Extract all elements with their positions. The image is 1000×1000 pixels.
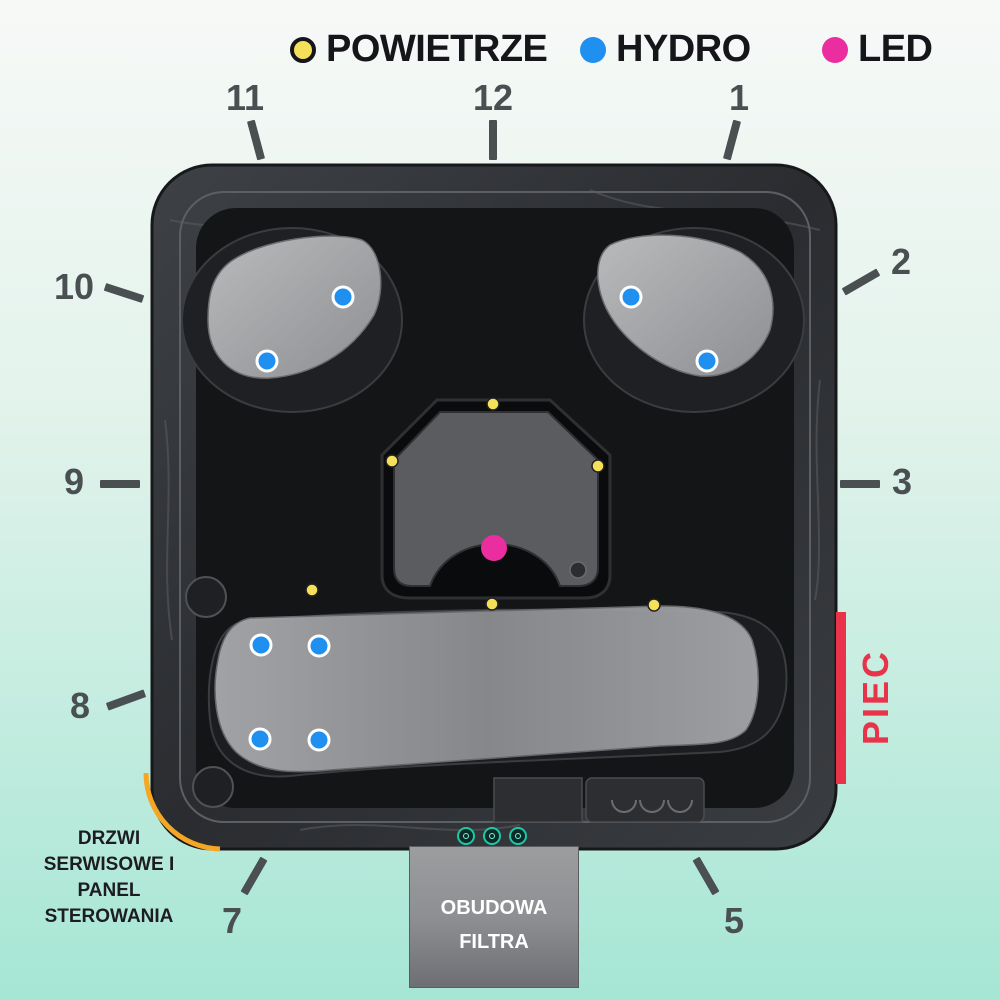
hydro-jets bbox=[248, 285, 719, 752]
cupholder-left-lower bbox=[192, 766, 234, 808]
service-door-label-line: PANEL bbox=[77, 880, 141, 901]
air-jets bbox=[305, 397, 661, 612]
hydro-jet bbox=[255, 349, 279, 373]
magenta-dot-icon bbox=[822, 36, 848, 63]
left-headrest-pad bbox=[207, 235, 382, 379]
service-door-arc bbox=[143, 772, 221, 852]
legend: POWIETRZE HYDRO LED bbox=[0, 22, 1000, 72]
hydro-jet bbox=[307, 634, 331, 658]
position-label-11: 11 bbox=[225, 77, 265, 118]
heater-marker bbox=[836, 612, 846, 784]
control-jets-button[interactable] bbox=[483, 827, 501, 845]
lounger-bench bbox=[214, 605, 759, 773]
hydro-jet bbox=[331, 285, 355, 309]
position-label-8: 8 bbox=[69, 685, 91, 726]
position-label-10: 10 bbox=[53, 266, 95, 307]
position-label-3: 3 bbox=[891, 461, 913, 502]
position-tick-9 bbox=[100, 480, 140, 488]
air-jet bbox=[485, 597, 499, 611]
air-jet bbox=[647, 598, 661, 612]
cupholder-left-upper bbox=[185, 576, 227, 618]
position-label-9: 9 bbox=[63, 461, 85, 502]
air-jet bbox=[591, 459, 605, 473]
position-label-5: 5 bbox=[723, 900, 745, 941]
service-door-label-line: STEROWANIA bbox=[44, 906, 174, 927]
filter-housing: OBUDOWA FILTRA bbox=[409, 846, 579, 988]
hydro-jet bbox=[248, 727, 272, 751]
control-power-button[interactable] bbox=[457, 827, 475, 845]
legend-label-air: POWIETRZE bbox=[326, 28, 548, 70]
position-label-2: 2 bbox=[890, 241, 912, 282]
led-light bbox=[481, 535, 507, 561]
hydro-jet bbox=[695, 349, 719, 373]
legend-label-led: LED bbox=[858, 28, 933, 70]
right-headrest-pad bbox=[597, 234, 774, 377]
heater-label: PIEC bbox=[855, 648, 896, 746]
legend-item-hydro: HYDRO bbox=[580, 28, 751, 71]
footwell-drain bbox=[569, 561, 587, 579]
position-label-1: 1 bbox=[728, 77, 750, 118]
skimmer bbox=[493, 777, 583, 823]
position-label-12: 12 bbox=[472, 77, 514, 118]
position-tick-3 bbox=[840, 480, 880, 488]
air-jet bbox=[305, 583, 319, 597]
service-door-label: DRZWI SERWISOWE I PANEL STEROWANIA bbox=[20, 826, 198, 930]
filter-housing-label-line: FILTRA bbox=[459, 931, 529, 953]
air-jet bbox=[486, 397, 500, 411]
hydro-jet bbox=[307, 728, 331, 752]
filter-housing-label-line: OBUDOWA bbox=[440, 897, 548, 919]
legend-item-led: LED bbox=[822, 28, 933, 71]
control-light-button[interactable] bbox=[509, 827, 527, 845]
service-door-label-line: SERWISOWE I bbox=[43, 854, 175, 875]
hydro-jet bbox=[249, 633, 273, 657]
position-label-7: 7 bbox=[221, 900, 243, 941]
air-jet bbox=[385, 454, 399, 468]
legend-label-hydro: HYDRO bbox=[616, 28, 751, 70]
blue-dot-icon bbox=[580, 36, 606, 63]
service-door-label-line: DRZWI bbox=[77, 828, 141, 849]
legend-item-air: POWIETRZE bbox=[290, 28, 548, 71]
yellow-dot-icon bbox=[290, 36, 316, 63]
hydro-jet bbox=[619, 285, 643, 309]
step-tray bbox=[585, 777, 705, 823]
